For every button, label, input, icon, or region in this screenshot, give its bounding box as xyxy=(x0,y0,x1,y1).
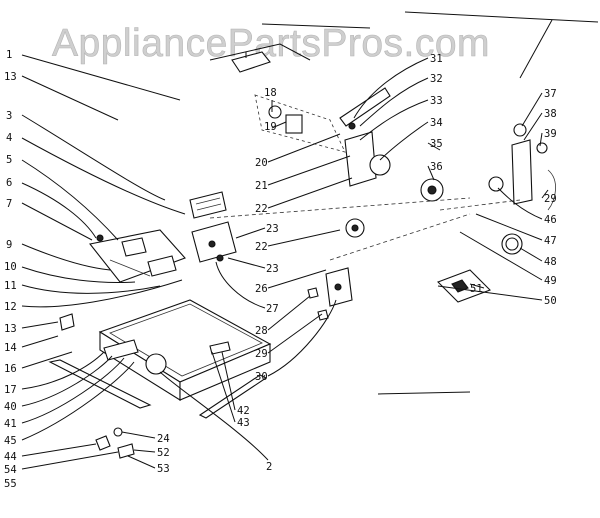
callout-13b: 13 xyxy=(4,323,17,335)
callout-49: 49 xyxy=(544,275,557,287)
callout-30: 30 xyxy=(255,371,268,383)
callout-11: 11 xyxy=(4,280,17,292)
callout-35: 35 xyxy=(430,138,443,150)
callout-6: 6 xyxy=(6,177,12,189)
callout-52: 52 xyxy=(157,447,170,459)
callout-38: 38 xyxy=(544,108,557,120)
callout-29: 29 xyxy=(255,348,268,360)
callout-54: 54 xyxy=(4,464,17,476)
callout-29-right: 29 xyxy=(544,193,557,205)
callout-51: 51 xyxy=(470,283,483,295)
callout-44: 44 xyxy=(4,451,17,463)
callout-21: 21 xyxy=(255,180,268,192)
callout-41: 41 xyxy=(4,418,17,430)
callout-9: 9 xyxy=(6,239,12,251)
callout-16: 16 xyxy=(4,363,17,375)
left-callouts: 1 13 3 4 5 6 7 9 10 11 12 13 14 16 17 40… xyxy=(4,49,17,490)
callout-55: 55 xyxy=(4,478,17,490)
callout-7: 7 xyxy=(6,198,12,210)
watermark-text: AppliancePartsPros.com xyxy=(52,22,490,65)
right-callouts: 37 38 39 29 46 47 48 49 50 51 xyxy=(470,88,557,307)
callout-37: 37 xyxy=(544,88,557,100)
callout-40: 40 xyxy=(4,401,17,413)
callout-23b: 23 xyxy=(266,263,279,275)
callout-48: 48 xyxy=(544,256,557,268)
callout-50: 50 xyxy=(544,295,557,307)
callout-3: 3 xyxy=(6,110,12,122)
callout-19: 19 xyxy=(264,121,277,133)
callout-28: 28 xyxy=(255,325,268,337)
callout-1: 1 xyxy=(6,49,12,61)
callout-26: 26 xyxy=(255,283,268,295)
callout-32: 32 xyxy=(430,73,443,85)
callout-22b: 22 xyxy=(255,241,268,253)
callout-53: 53 xyxy=(157,463,170,475)
parts-artwork xyxy=(48,11,599,459)
callout-34: 34 xyxy=(430,117,443,129)
callout-5: 5 xyxy=(6,154,12,166)
callout-20: 20 xyxy=(255,157,268,169)
callout-42: 42 xyxy=(237,405,250,417)
callout-45: 45 xyxy=(4,435,17,447)
callout-18: 18 xyxy=(264,87,277,99)
callout-36: 36 xyxy=(430,161,443,173)
callout-24: 24 xyxy=(157,433,170,445)
callout-23a: 23 xyxy=(266,223,279,235)
callout-13: 13 xyxy=(4,71,17,83)
callout-12: 12 xyxy=(4,301,17,313)
callout-14: 14 xyxy=(4,342,17,354)
center-callouts: 18 19 20 21 22 23 23 22 26 27 28 29 30 3… xyxy=(157,53,443,475)
callout-2: 2 xyxy=(266,461,272,473)
callout-4: 4 xyxy=(6,132,12,144)
callout-22: 22 xyxy=(255,203,268,215)
callout-33: 33 xyxy=(430,95,443,107)
callout-31: 31 xyxy=(430,53,443,65)
callout-39: 39 xyxy=(544,128,557,140)
callout-10: 10 xyxy=(4,261,17,273)
callout-47: 47 xyxy=(544,235,557,247)
callout-27: 27 xyxy=(266,303,279,315)
callout-43: 43 xyxy=(237,417,250,429)
callout-17: 17 xyxy=(4,384,17,396)
callout-46: 46 xyxy=(544,214,557,226)
leader-lines xyxy=(21,52,549,470)
